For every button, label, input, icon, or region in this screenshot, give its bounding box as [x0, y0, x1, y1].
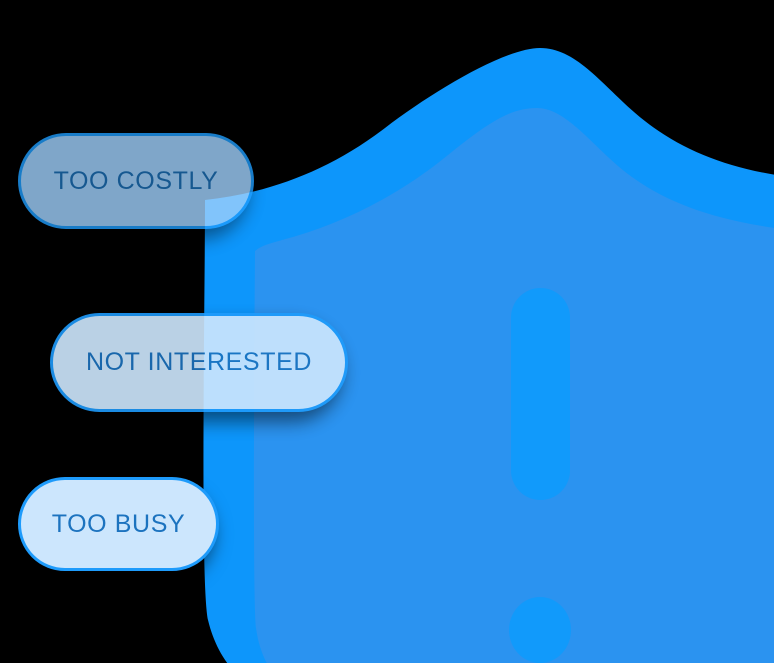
- exclamation-dot-icon: [509, 597, 571, 663]
- objection-pill-label: TOO BUSY: [51, 509, 186, 538]
- objection-pill-not-interested[interactable]: NOT INTERESTED: [50, 313, 348, 412]
- objection-pill-label: TOO COSTLY: [53, 166, 219, 195]
- exclamation-bar-icon: [511, 288, 570, 500]
- objection-pill-label: NOT INTERESTED: [85, 348, 312, 376]
- objection-pill-too-costly[interactable]: TOO COSTLY: [18, 133, 254, 229]
- objection-pill-too-busy[interactable]: TOO BUSY: [18, 477, 219, 571]
